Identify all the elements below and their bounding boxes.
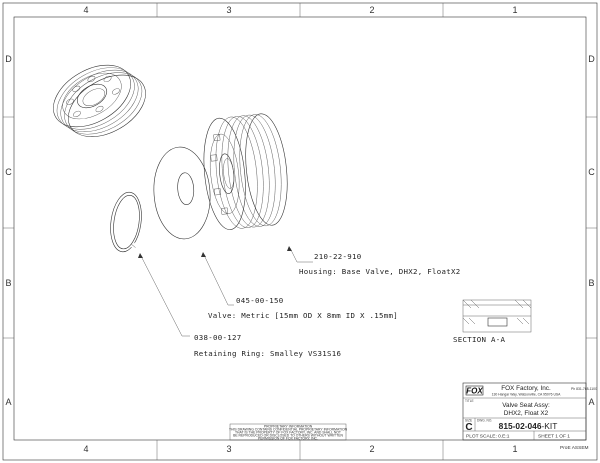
fox-logo: FOX — [465, 385, 483, 396]
assembly-iso-view — [53, 64, 146, 137]
proprietary-note-box — [229, 423, 347, 441]
proprietary-line-3: THAT IS THE PROPERTY OF FOX FACTORY, INC… — [235, 431, 341, 435]
valve-description: Valve: Metric [15mm OD X 8mm ID X .15mm] — [208, 311, 398, 320]
zone-row-right-d: D — [588, 54, 595, 64]
section-a-a-label: SECTION A-A — [453, 335, 505, 344]
proprietary-line-1: PROPRIETARY INFORMATION — [264, 425, 313, 429]
proe-assem-label: ProE ASSEM — [560, 445, 589, 451]
zone-col-top-2: 2 — [369, 5, 374, 15]
title-line-2: DHX2, Float X2 — [504, 410, 549, 417]
housing-description: Housing: Base Valve, DHX2, FloatX2 — [299, 267, 460, 276]
zone-row-right-a: A — [588, 397, 594, 407]
title-label: TITLE — [465, 399, 474, 403]
sheet-count: SHEET 1 OF 1 — [538, 434, 570, 440]
valve-disc-part — [153, 146, 211, 240]
proprietary-line-2: THIS DRAWING CONTAINS CONFIDENTIAL PROPR… — [229, 428, 348, 432]
zone-row-right-c: C — [588, 167, 595, 177]
ring-part-number: 038-00-127 — [194, 333, 242, 342]
zone-col-bottom-1: 1 — [512, 444, 517, 454]
size-label: SIZE — [465, 419, 472, 423]
drawing-number-suffix: -KIT — [542, 421, 558, 431]
company-address: 130 Hangar Way, Watsonville, CA 95076 US… — [492, 393, 562, 397]
zone-row-left-a: A — [5, 397, 11, 407]
dwg-no-label: DWG. NO. — [477, 419, 492, 423]
company-phone: Ph 831-768-1100 — [571, 387, 597, 391]
zone-ticks — [3, 3, 597, 460]
housing-part-number: 210-22-910 — [314, 252, 362, 261]
zone-row-left-d: D — [5, 54, 12, 64]
zone-row-right-b: B — [588, 278, 594, 288]
drawing-number-group: 815-02-046-KIT — [499, 421, 558, 431]
title-line-1: Valve Seat Assy: — [502, 402, 550, 409]
title-block — [462, 382, 587, 441]
leader-lines — [138, 246, 313, 337]
ring-description: Retaining Ring: Smalley VS31S16 — [194, 349, 341, 358]
housing-part — [203, 113, 288, 230]
plot-scale: PLOT SCALE: 0.E:1 — [466, 434, 510, 440]
zone-row-left-c: C — [5, 167, 12, 177]
zone-col-top-1: 1 — [512, 5, 517, 15]
section-a-a-view — [462, 299, 532, 333]
proprietary-line-5: PERMISSION OF FOX FACTORY, INC. — [258, 436, 318, 440]
zone-row-left-b: B — [5, 278, 11, 288]
drawing-number: 815-02-046 — [499, 421, 542, 431]
zone-col-bottom-2: 2 — [369, 444, 374, 454]
fox-logo-text: FOX — [466, 387, 483, 396]
company-name: FOX Factory, Inc. — [501, 385, 551, 392]
zone-col-top-3: 3 — [226, 5, 231, 15]
zone-col-top-4: 4 — [83, 5, 88, 15]
retaining-ring-part — [110, 191, 142, 253]
proprietary-line-4: BE REPRODUCED OR DISCLOSED TO OTHERS WIT… — [233, 434, 343, 438]
zone-col-bottom-4: 4 — [83, 444, 88, 454]
valve-part-number: 045-00-150 — [236, 296, 284, 305]
drawing-size: C — [465, 422, 472, 433]
zone-col-bottom-3: 3 — [226, 444, 231, 454]
